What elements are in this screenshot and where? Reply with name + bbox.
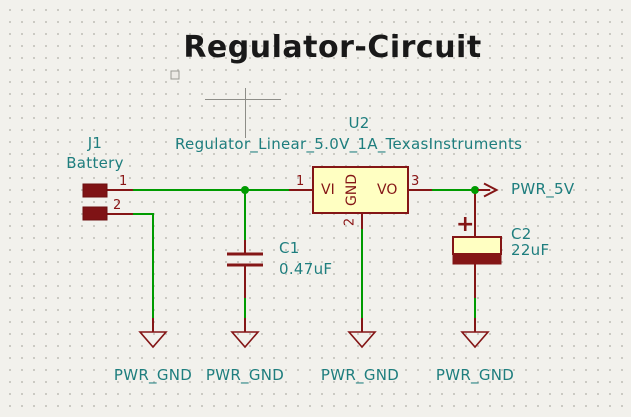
wire-segments[interactable] [132, 189, 476, 319]
gnd-label-2[interactable]: PWR_GND [205, 366, 285, 384]
u2-value[interactable]: Regulator_Linear_5.0V_1A_TexasInstrument… [175, 135, 523, 153]
junction-dot[interactable] [471, 186, 479, 194]
c2-reference[interactable]: C2 [511, 225, 532, 243]
j1-pin1-number: 1 [119, 174, 128, 189]
gnd-label-4[interactable]: PWR_GND [435, 366, 515, 384]
c1-reference[interactable]: C1 [279, 239, 300, 257]
gnd-label-3[interactable]: PWR_GND [320, 366, 400, 384]
j1-connector-symbol[interactable] [82, 183, 108, 221]
u2-pin-name-vi: VI [321, 182, 335, 198]
pin-stubs [107, 189, 476, 332]
u2-pin-name-vo: VO [377, 182, 398, 198]
c2-polarity-mark: + [456, 212, 475, 237]
j1-value[interactable]: Battery [66, 154, 124, 172]
j1-pin2-number: 2 [113, 198, 122, 213]
u2-pin2-number: 2 [342, 217, 358, 227]
c2-capacitor-symbol[interactable] [452, 236, 502, 265]
net-label-pwr5v[interactable]: PWR_5V [511, 180, 575, 198]
junction-dot[interactable] [241, 186, 249, 194]
c2-value[interactable]: 22uF [511, 241, 550, 259]
j1-reference[interactable]: J1 [87, 134, 103, 152]
u2-pin3-number: 3 [411, 174, 420, 189]
page-title[interactable]: Regulator-Circuit [183, 30, 482, 65]
u2-pin1-number: 1 [296, 174, 305, 189]
c1-capacitor-symbol[interactable] [227, 252, 263, 267]
pwr5v-arrow[interactable] [478, 182, 499, 198]
c1-value[interactable]: 0.47uF [279, 260, 333, 278]
origin-crosshair [205, 88, 281, 138]
u2-regulator-symbol[interactable] [312, 166, 409, 214]
text-anchor-marker [170, 70, 180, 80]
gnd-label-1[interactable]: PWR_GND [113, 366, 193, 384]
u2-reference[interactable]: U2 [348, 114, 370, 132]
u2-pin-name-gnd: GND [344, 173, 360, 207]
gnd-symbol[interactable] [138, 331, 490, 349]
